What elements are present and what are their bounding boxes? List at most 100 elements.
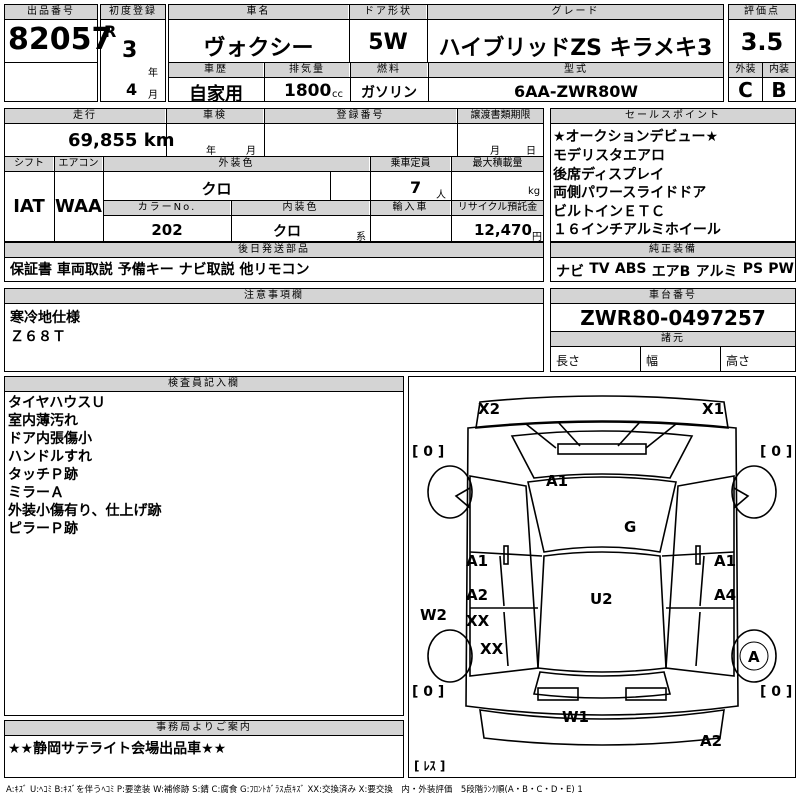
- roof-outline: [537, 551, 667, 673]
- front-plate: [557, 443, 647, 455]
- year-unit: 年: [148, 68, 158, 79]
- shift-value: IAT: [13, 196, 45, 217]
- car-name-label: 車名: [169, 5, 348, 19]
- transfer-day-unit: 日: [526, 146, 536, 157]
- inspector-note-line: ピラーＰ跡: [8, 521, 78, 537]
- sales-point-item: ★オークションデビュー★: [553, 129, 719, 145]
- tire-tread-rear-left: [ 0 ]: [412, 684, 444, 700]
- max-load-label: 最大積載量: [452, 157, 543, 171]
- equipment-item: PS: [742, 261, 764, 277]
- aircon-value: WAA: [55, 196, 102, 217]
- mark-a4-right: A4: [714, 586, 736, 604]
- shipping-parts-label: 後日発送部品: [5, 243, 543, 257]
- equipment-box: [550, 242, 796, 282]
- exterior-color-value: クロ: [201, 180, 232, 198]
- capacity-unit: 人: [436, 190, 446, 201]
- grade-label: グレード: [428, 5, 723, 19]
- registration-number-label: 登録番号: [265, 109, 456, 123]
- mileage-label: 走行: [5, 109, 165, 123]
- sales-point-item: ビルトインＥＴＣ: [553, 204, 665, 220]
- spec-length-label: 長さ: [556, 354, 581, 368]
- month-value: 4: [126, 80, 138, 99]
- mark-a-circle: [739, 641, 769, 671]
- rear-window-outline: [532, 671, 672, 699]
- rear-bumper-outline: [479, 709, 725, 746]
- interior-color-value: クロ: [273, 224, 301, 240]
- mark-a-right: A: [748, 648, 760, 666]
- exterior-grade-value: C: [738, 78, 753, 102]
- lot-number-value: 82057: [8, 22, 113, 57]
- era-value: R: [104, 22, 117, 41]
- interior-color-label: 内装色: [232, 201, 369, 215]
- rear-plate: [537, 687, 579, 701]
- exterior-grade-label: 外装: [729, 63, 762, 77]
- tire-tread-front-left: [ 0 ]: [412, 444, 444, 460]
- mark-u2-roof: U2: [590, 590, 613, 608]
- history-value: 自家用: [189, 84, 243, 105]
- fuel-label: 燃料: [351, 63, 427, 77]
- car-name-value: ヴォクシー: [203, 36, 314, 61]
- sales-points-box: [550, 108, 796, 242]
- first-registration-label: 初度登録: [101, 5, 165, 19]
- legend-footer: A:ｷｽﾞ U:ﾍｺﾐ B:ｷｽﾞを伴うﾍｺﾐ P:要塗装 W:補修跡 S:錆 …: [6, 785, 583, 795]
- details-box: [4, 108, 544, 242]
- recycle-deposit-unit: 円: [532, 232, 542, 243]
- mark-w2-left: W2: [420, 606, 447, 624]
- capacity-label: 乗車定員: [371, 157, 450, 171]
- equipment-list: ナビ TV ABS エアB アルミ PS PW: [556, 261, 794, 281]
- mileage-value: 69,855 km: [68, 130, 175, 151]
- equipment-item: TV: [589, 261, 610, 277]
- mark-xx-left-upper: XX: [466, 612, 490, 630]
- mark-a2-left: A2: [466, 586, 488, 604]
- grade-value: ハイブリッドZS キラメキ3: [438, 36, 713, 61]
- caution-label: 注意事項欄: [5, 289, 543, 303]
- inspector-notes-box: [4, 376, 404, 716]
- interior-color-unit: 系: [356, 232, 366, 243]
- mark-a1-hood: A1: [546, 472, 568, 490]
- sales-point-item: １６インチアルミホイール: [553, 222, 721, 238]
- caution-line: 寒冷地仕様: [10, 310, 80, 326]
- right-side-outline: [665, 475, 735, 677]
- front-bumper-outline: [475, 395, 729, 429]
- car-diagram: X2 X1 A1 G A1 A1 A2 XX U2 A4 W2 XX A W1 …: [412, 395, 792, 773]
- car-info-box: [168, 4, 724, 102]
- caution-box: [4, 288, 544, 372]
- tire-front-left: [427, 465, 473, 519]
- model-label: 型式: [429, 63, 723, 77]
- office-notice-box: [4, 720, 404, 778]
- shipping-parts-box: [4, 242, 544, 282]
- tire-rear-right: [731, 629, 777, 683]
- month-unit: 月: [148, 90, 158, 101]
- year-value: 3: [122, 38, 138, 63]
- first-registration-box: [100, 4, 166, 102]
- shift-label: シフト: [5, 157, 53, 171]
- tire-tread-rear-right: [ 0 ]: [760, 684, 792, 700]
- mark-a2-rear: A2: [700, 732, 722, 750]
- sales-point-item: 両側パワースライドドア: [553, 185, 707, 201]
- exterior-color-label: 外装色: [104, 157, 369, 171]
- color-number-value: 202: [151, 221, 183, 239]
- sales-point-item: モデリスタエアロ: [553, 148, 665, 164]
- inspector-note-line: ドア内張傷小: [8, 431, 92, 447]
- mark-x2-top: X2: [478, 400, 500, 418]
- recycle-deposit-label: リサイクル預託金: [452, 201, 543, 215]
- mark-xx-left-lower: XX: [480, 640, 504, 658]
- shipping-parts-value: 保証書 車両取説 予備キー ナビ取説 他リモコン: [10, 262, 310, 278]
- score-value: 3.5: [740, 28, 784, 56]
- max-load-unit: kg: [528, 186, 541, 197]
- chassis-box: [550, 288, 796, 372]
- displacement-unit: cc: [332, 89, 343, 100]
- chassis-label: 車台番号: [551, 289, 795, 303]
- lot-number-box: [4, 4, 98, 102]
- specs-label: 諸元: [551, 332, 795, 346]
- mark-a1-right: A1: [714, 552, 736, 570]
- transfer-month-unit: 月: [490, 146, 500, 157]
- score-label: 評価点: [729, 5, 795, 19]
- spec-width-label: 幅: [646, 354, 659, 368]
- color-number-label: カラーNo.: [104, 201, 230, 215]
- inspector-note-line: ミラーＡ: [8, 485, 64, 501]
- tire-rear-left: [427, 629, 473, 683]
- damage-diagram-box: [408, 376, 796, 778]
- equipment-item: ABS: [614, 261, 647, 277]
- inspection-month-unit: 月: [246, 146, 256, 157]
